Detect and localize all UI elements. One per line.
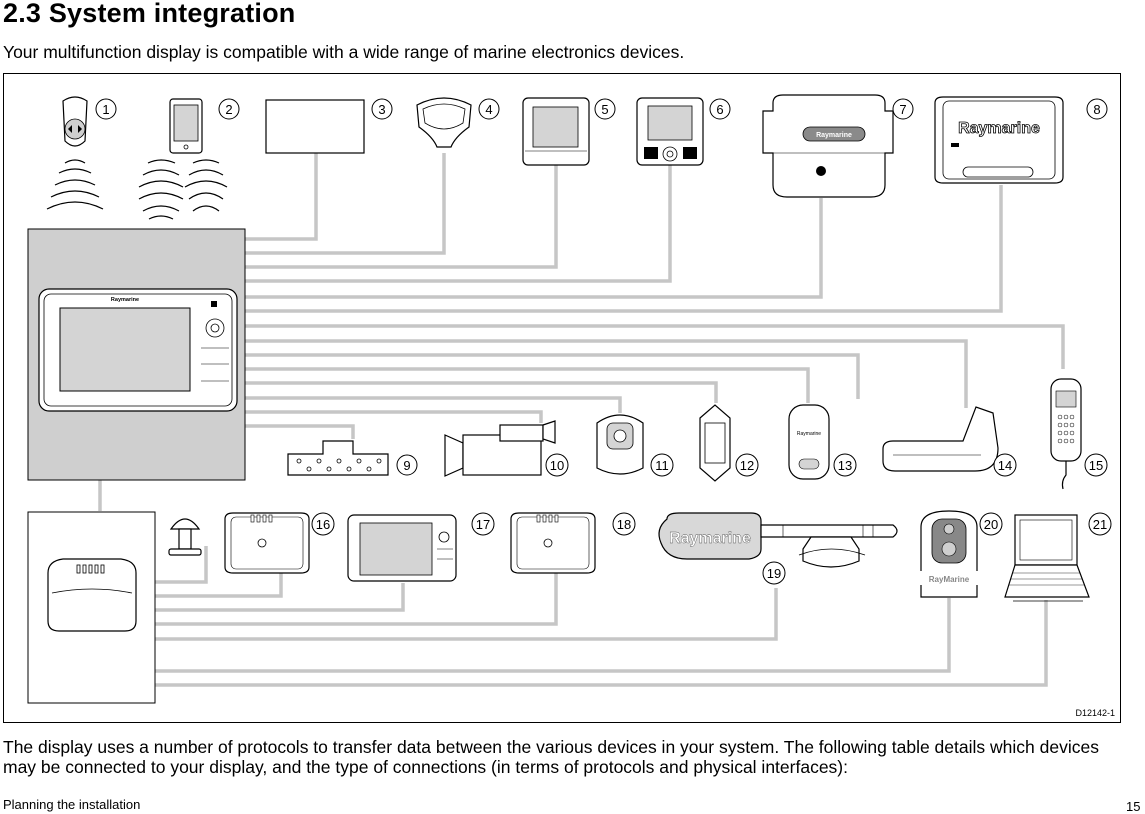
- sensor-brand-label: Raymarine: [797, 431, 821, 437]
- camera-brand-label: RayMarine: [929, 575, 970, 584]
- smart-device: [138, 98, 228, 220]
- intro-text: Your multifunction display is compatible…: [3, 42, 685, 62]
- pilot-controller: [636, 97, 704, 166]
- gps-antenna: [416, 97, 472, 148]
- instrument-pod: [699, 404, 731, 482]
- callout-9: 9: [403, 458, 410, 473]
- callout-11: 11: [655, 458, 669, 473]
- body-paragraph: The display uses a number of protocols t…: [3, 737, 1099, 777]
- callout-13: 13: [838, 458, 852, 473]
- callout-1: 1: [102, 102, 109, 117]
- callout-19: 19: [767, 566, 781, 581]
- network-switch-device: [47, 558, 137, 632]
- callout-12: 12: [740, 458, 754, 473]
- wireless-display: [265, 99, 365, 154]
- wireless-remote: [46, 96, 104, 210]
- footer-section-title: Planning the installation: [3, 797, 141, 812]
- callout-8: 8: [1093, 102, 1100, 117]
- radar-brand-label: Raymarine: [669, 530, 751, 547]
- heading-sensor: Raymarine: [788, 404, 830, 480]
- page-number: 15: [1126, 799, 1141, 814]
- weather-receiver: [510, 512, 596, 574]
- junction-box: [287, 440, 389, 476]
- vhf-handset: [1050, 378, 1082, 490]
- callout-20: 20: [984, 517, 998, 532]
- unit-brand-label: Raymarine: [958, 120, 1040, 137]
- display-brand-label: Raymarine: [111, 297, 139, 303]
- video-camera: [444, 420, 556, 477]
- module-brand-label: Raymarine: [816, 132, 852, 139]
- callout-17: 17: [476, 517, 490, 532]
- drawing-id: D12142-1: [1075, 708, 1115, 718]
- callout-18: 18: [617, 517, 631, 532]
- multifunction-display: Raymarine: [38, 288, 238, 412]
- callout-7: 7: [899, 102, 906, 117]
- ais-antenna: [168, 518, 202, 556]
- callout-15: 15: [1089, 458, 1103, 473]
- sonar-module: Raymarine: [762, 94, 894, 198]
- thermal-camera: RayMarine: [919, 510, 979, 598]
- wireless-transducer: [596, 414, 644, 475]
- callout-4: 4: [485, 102, 492, 117]
- radar-scanner: Raymarine: [658, 512, 898, 568]
- section-heading: 2.3 System integration: [3, 0, 296, 28]
- instrument-display: [522, 97, 590, 166]
- callout-14: 14: [998, 458, 1012, 473]
- radar-interface-unit: Raymarine: [934, 96, 1064, 184]
- system-integration-diagram: Raymarine: [3, 73, 1121, 723]
- callout-10: 10: [550, 458, 564, 473]
- callouts: 1 2 3 4 5 6 7 8 9 10 11 12 13 14 15 16 1…: [95, 98, 1112, 585]
- callout-5: 5: [601, 102, 608, 117]
- cable-routing: [98, 153, 1065, 687]
- callout-16: 16: [316, 517, 330, 532]
- networked-display: [347, 514, 457, 582]
- callout-3: 3: [378, 102, 385, 117]
- laptop-pc: [1004, 514, 1090, 602]
- callout-21: 21: [1093, 517, 1107, 532]
- callout-2: 2: [225, 102, 232, 117]
- sirius-receiver: [224, 512, 310, 574]
- callout-6: 6: [716, 102, 723, 117]
